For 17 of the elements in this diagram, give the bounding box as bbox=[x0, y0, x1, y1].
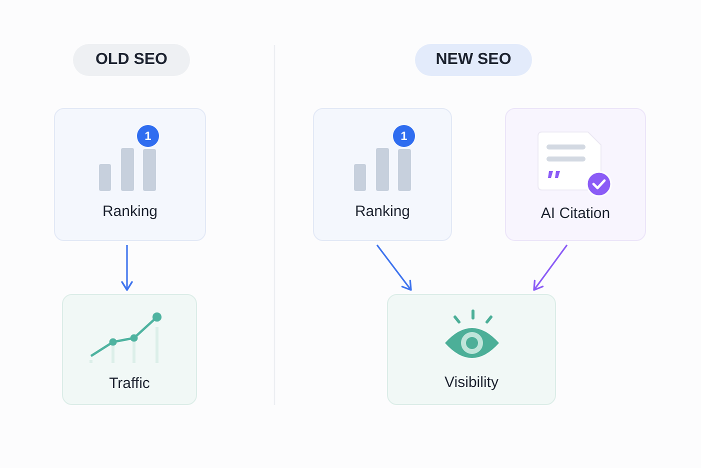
metric-card bbox=[54, 108, 206, 241]
card-label: Ranking bbox=[102, 203, 158, 221]
section-pill: NEW SEO bbox=[415, 44, 532, 76]
rank-badge: 1 bbox=[393, 125, 415, 147]
card-label: Visibility bbox=[444, 374, 498, 392]
section-pill: OLD SEO bbox=[73, 44, 190, 76]
metric-card bbox=[313, 108, 452, 241]
rank-badge: 1 bbox=[137, 125, 159, 147]
arrow bbox=[533, 244, 568, 291]
metric-card bbox=[387, 294, 556, 405]
metric-card bbox=[62, 294, 197, 405]
card-label: Ranking bbox=[354, 203, 410, 221]
card-label: Traffic bbox=[109, 375, 150, 393]
metric-card bbox=[505, 108, 646, 241]
arrow bbox=[376, 244, 412, 291]
arrow bbox=[121, 245, 133, 291]
card-label: AI Citation bbox=[540, 205, 610, 223]
